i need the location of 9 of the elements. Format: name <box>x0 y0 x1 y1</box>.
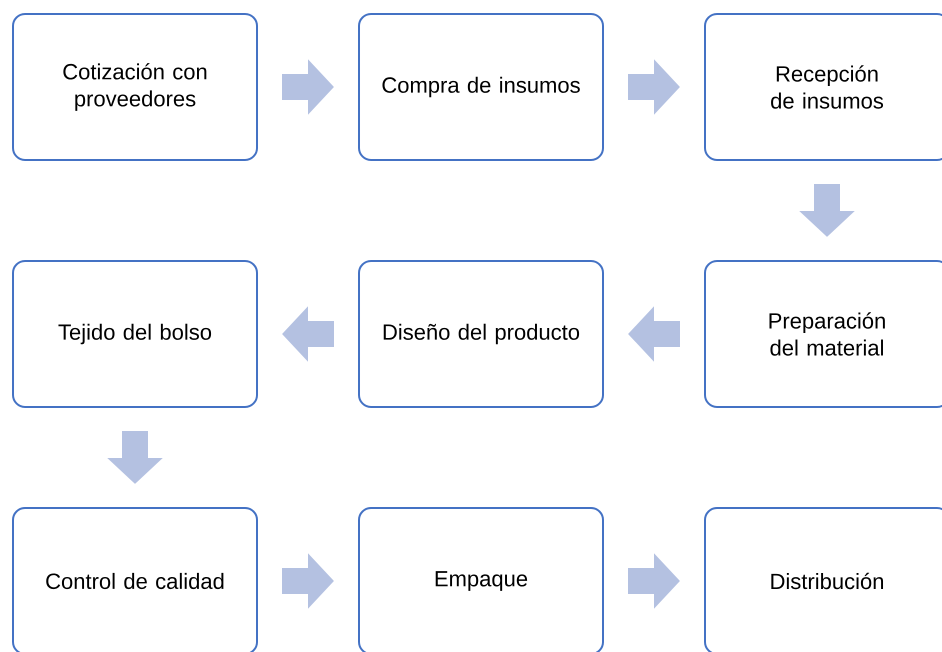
process-box: Recepción de insumos <box>704 12 942 161</box>
process-box: Empaque <box>358 506 604 652</box>
process-box: Cotización con proveedores <box>12 12 258 161</box>
process-box: Distribución <box>704 506 942 652</box>
process-box: Preparación del material <box>704 260 942 408</box>
process-box: Tejido del bolso <box>12 260 258 408</box>
process-box: Compra de insumos <box>358 12 604 161</box>
process-box: Control de calidad <box>12 506 258 652</box>
process-box: Diseño del producto <box>358 260 604 408</box>
